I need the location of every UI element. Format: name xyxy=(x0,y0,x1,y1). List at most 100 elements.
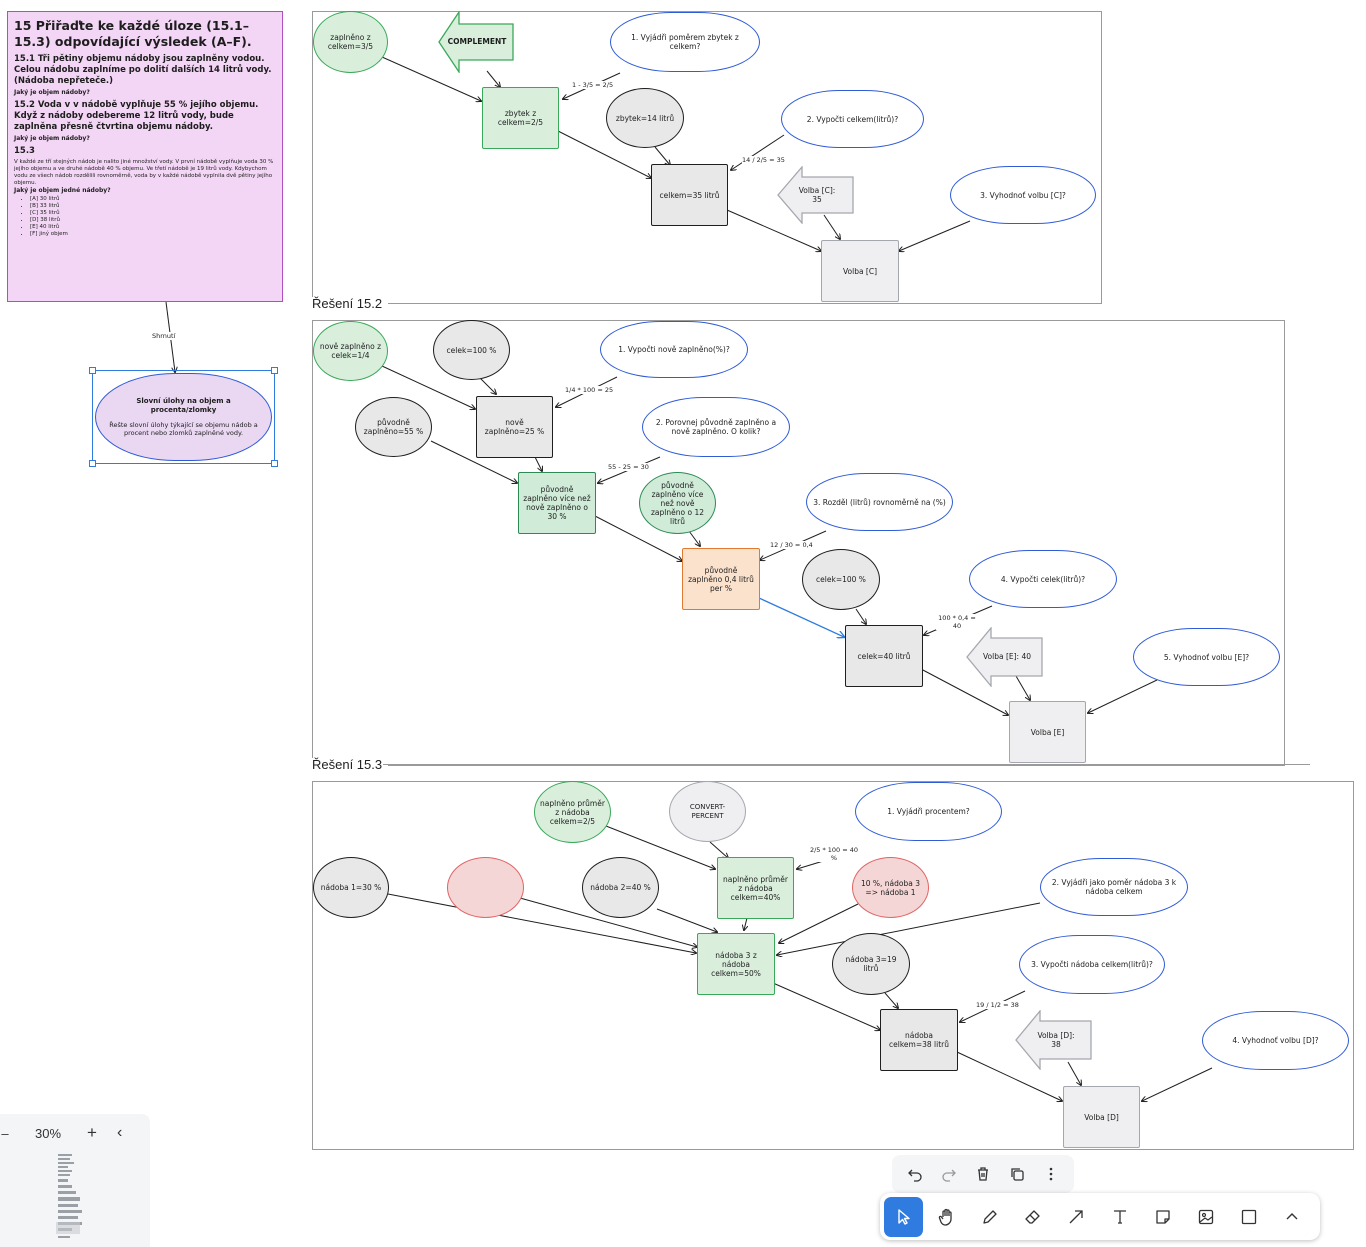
complement-arrow-shape[interactable] xyxy=(438,11,514,73)
cursor-icon xyxy=(897,1208,910,1225)
node-nove-zaplneno-z-celek[interactable]: nově zaplněno z celek=1/4 xyxy=(313,321,388,381)
option-a: [A] 30 litrů xyxy=(30,196,276,203)
volba-arrow-shape[interactable] xyxy=(966,627,1044,687)
edge-label-4: 100 * 0,4 = 40 xyxy=(936,614,978,630)
task-card[interactable]: 15 Přiřaďte ke každé úloze (15.1–15.3) o… xyxy=(7,11,283,302)
summary-title: Slovní úlohy na objem a procenta/zlomky xyxy=(136,397,231,414)
edge-label-1: 1/4 * 100 = 25 xyxy=(565,386,614,394)
tool-text[interactable] xyxy=(1100,1197,1139,1237)
tool-select[interactable] xyxy=(884,1196,924,1237)
more-vertical-icon xyxy=(1049,1167,1053,1181)
node-celek[interactable]: celek=100 % xyxy=(433,320,510,380)
tool-more[interactable] xyxy=(1273,1197,1312,1237)
resize-handle-se[interactable] xyxy=(271,460,278,467)
cloud-question-5[interactable]: 5. Vyhodnoť volbu [E]? xyxy=(1133,628,1280,686)
edge-label-3: 19 / 1/2 = 38 xyxy=(976,1001,1019,1009)
delete-button[interactable] xyxy=(970,1161,996,1187)
node-volba[interactable]: Volba [D] xyxy=(1063,1086,1140,1148)
volba-arrow-label: Volba [D]: 38 xyxy=(1037,1031,1075,1049)
cloud-question-3[interactable]: 3. Vyhodnoť volbu [C]? xyxy=(950,166,1096,224)
cloud-question-1[interactable]: 1. Vyjádři procentem? xyxy=(855,782,1002,841)
node-celek-40[interactable]: celek=40 litrů xyxy=(845,625,923,687)
tool-eraser[interactable] xyxy=(1014,1197,1053,1237)
summary-node[interactable]: Slovní úlohy na objem a procenta/zlomky … xyxy=(89,367,278,467)
zoom-in-button[interactable]: + xyxy=(87,1123,97,1142)
node-10-procent[interactable]: 10 %, nádoba 3 => nádoba 1 xyxy=(852,857,929,918)
node-volba[interactable]: Volba [C] xyxy=(821,240,899,302)
tool-image[interactable] xyxy=(1186,1197,1225,1237)
zoom-bar: – 30% + ‹ xyxy=(0,1114,150,1152)
node-zbytek[interactable]: zbytek=14 litrů xyxy=(606,88,684,148)
zoom-out-button[interactable]: – xyxy=(1,1125,9,1141)
answer-options: [A] 30 litrů [B] 33 litrů [C] 35 litrů [… xyxy=(14,196,276,238)
node-convert-percent[interactable]: CONVERT-PERCENT xyxy=(669,781,746,842)
node-vice-o-30[interactable]: původně zaplněno více než nově zaplněno … xyxy=(518,472,596,534)
node-nove-zaplneno[interactable]: nově zaplněno=25 % xyxy=(476,396,553,458)
summary-text: Řešte slovní úlohy týkající se objemu ná… xyxy=(109,421,258,437)
cloud-question-1[interactable]: 1. Vyjádři poměrem zbytek z celkem? xyxy=(610,12,760,72)
question-15-1-ask: Jaký je objem nádoby? xyxy=(14,89,90,96)
node-zaplneno-z-celkem[interactable]: zaplněno z celkem=3/5 xyxy=(313,11,388,73)
question-15-3-ask: Jaký je objem jedné nádoby? xyxy=(14,187,111,194)
collapse-minimap-button[interactable]: ‹ xyxy=(116,1124,123,1141)
option-b: [B] 33 litrů xyxy=(30,203,276,210)
text-icon xyxy=(1113,1209,1126,1224)
tool-arrow[interactable] xyxy=(1057,1197,1096,1237)
node-nadoba-3-z-celkem[interactable]: nádoba 3 z nádoba celkem=50% xyxy=(697,933,775,995)
cloud-question-2[interactable]: 2. Porovnej původně zaplněno a nově zapl… xyxy=(642,397,790,457)
trash-icon xyxy=(978,1167,988,1181)
node-nadoba-1[interactable]: nádoba 1=30 % xyxy=(313,857,389,918)
tool-pen[interactable] xyxy=(970,1197,1009,1237)
resize-handle-ne[interactable] xyxy=(271,367,278,374)
cloud-question-3[interactable]: 3. Vypočti nádoba celkem(litrů)? xyxy=(1019,935,1165,994)
duplicate-button[interactable] xyxy=(1004,1161,1030,1187)
edge-label-3: 12 / 30 = 0,4 xyxy=(770,541,813,549)
node-04-litru-per-procento[interactable]: původně zaplněno 0,4 litrů per % xyxy=(682,548,760,610)
tool-rectangle[interactable] xyxy=(1230,1197,1269,1237)
node-zbytek-z-celkem[interactable]: zbytek z celkem=2/5 xyxy=(482,87,559,149)
undo-icon xyxy=(908,1169,922,1182)
question-15-3: 15.3 xyxy=(14,146,35,156)
node-celkem[interactable]: celkem=35 litrů xyxy=(651,164,728,226)
option-d: [D] 38 litrů xyxy=(30,217,276,224)
complement-label: COMPLEMENT xyxy=(447,36,507,46)
node-nadoba-3[interactable]: nádoba 3=19 litrů xyxy=(832,933,910,995)
redo-button[interactable] xyxy=(936,1161,962,1187)
summary-cloud: Slovní úlohy na objem a procenta/zlomky … xyxy=(95,373,272,461)
cloud-question-2[interactable]: 2. Vypočti celkem(litrů)? xyxy=(781,90,924,148)
cloud-question-3[interactable]: 3. Rozděl (litrů) rovnoměrně na (%) xyxy=(806,473,953,531)
volba-arrow-shape[interactable] xyxy=(777,166,855,224)
undo-button[interactable] xyxy=(902,1161,928,1187)
cloud-question-2[interactable]: 2. Vyjádři jako poměr nádoba 3 k nádoba … xyxy=(1040,858,1188,916)
hand-icon xyxy=(938,1208,952,1226)
option-f: [F] jiný objem xyxy=(30,231,276,238)
more-button[interactable] xyxy=(1038,1161,1064,1187)
pen-icon xyxy=(983,1209,997,1224)
resize-handle-sw[interactable] xyxy=(89,460,96,467)
resize-handle-nw[interactable] xyxy=(89,367,96,374)
node-puvodne[interactable]: původně zaplněno=55 % xyxy=(355,397,432,457)
option-e: [E] 40 litrů xyxy=(30,224,276,231)
node-empty-red[interactable] xyxy=(447,857,524,918)
redo-icon xyxy=(942,1169,956,1182)
duplicate-icon xyxy=(1011,1168,1024,1181)
node-naplneno-prumer-40[interactable]: naplněno průměr z nádoba celkem=40% xyxy=(717,857,794,919)
node-nadoba-celkem-38[interactable]: nádoba celkem=38 litrů xyxy=(880,1009,958,1071)
cloud-question-1[interactable]: 1. Vypočti nově zaplněno(%)? xyxy=(600,321,748,378)
node-vice-o-12[interactable]: původně zaplněno více než nově zaplněno … xyxy=(639,472,716,534)
minimap[interactable] xyxy=(52,1152,92,1244)
node-nadoba-2[interactable]: nádoba 2=40 % xyxy=(582,857,659,918)
selection-toolbar xyxy=(892,1155,1074,1193)
tool-note[interactable] xyxy=(1143,1197,1182,1237)
node-celek-100[interactable]: celek=100 % xyxy=(802,549,880,610)
volba-arrow-shape[interactable] xyxy=(1015,1010,1093,1070)
tool-hand[interactable] xyxy=(927,1197,966,1237)
zoom-level[interactable]: 30% xyxy=(35,1125,62,1141)
question-15-2-ask: Jaký je objem nádoby? xyxy=(14,135,90,142)
node-volba[interactable]: Volba [E] xyxy=(1009,701,1086,763)
edge-label-2: 14 / 2/5 = 35 xyxy=(742,156,785,164)
node-naplneno-prumer[interactable]: naplněno průměr z nádoba celkem=2/5 xyxy=(534,781,611,843)
cloud-question-4[interactable]: 4. Vyhodnoť volbu [D]? xyxy=(1202,1011,1349,1070)
volba-arrow-label: Volba [C]: 35 xyxy=(798,186,836,204)
cloud-question-4[interactable]: 4. Vypočti celek(litrů)? xyxy=(969,550,1117,608)
